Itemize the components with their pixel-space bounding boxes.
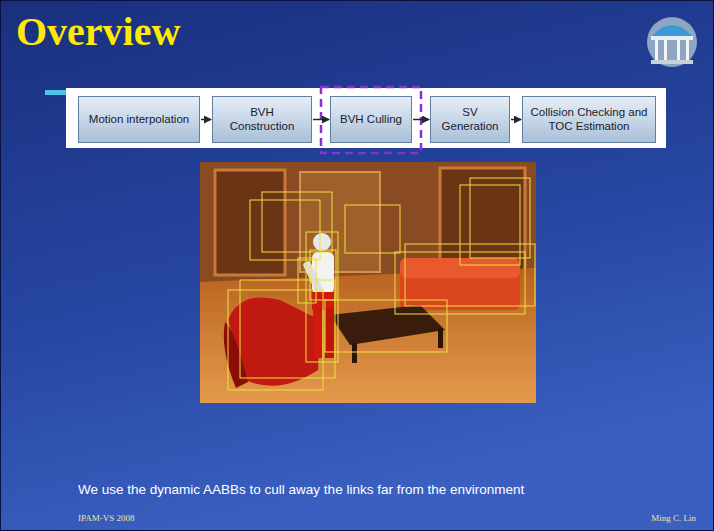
box-text-group: Motion interpolation: [89, 113, 189, 127]
box-label: Collision Checking and TOC Estimation: [528, 106, 650, 134]
footer-text: Ming C. Lin: [651, 513, 696, 523]
box-text-group: BVH Culling: [340, 113, 402, 127]
process-box: BVH Construction: [212, 96, 312, 143]
box-text-group: SV Generation: [436, 106, 504, 134]
logo-icon: [647, 17, 697, 67]
highlight-dashed-frame: [321, 87, 421, 153]
box-label: SV Generation: [436, 106, 504, 134]
footer-text: IPAM-VS 2008: [78, 513, 134, 523]
process-box: SV Generation: [430, 96, 510, 143]
process-box: BVH Culling: [330, 96, 412, 143]
room-illustration: [200, 162, 536, 403]
slide-caption: We use the dynamic AABBs to cull away th…: [78, 482, 524, 497]
box-label: Motion interpolation: [89, 113, 189, 127]
flow-arrow: [413, 119, 429, 121]
process-box: Collision Checking and TOC Estimation: [522, 96, 656, 143]
flow-arrow: [313, 119, 329, 121]
box-label: BVH Construction: [218, 106, 306, 134]
flow-arrow: [201, 119, 211, 121]
flow-arrow: [511, 119, 521, 121]
process-box: Motion interpolation: [78, 96, 200, 143]
box-label: BVH Culling: [340, 113, 402, 127]
box-text-group: Collision Checking and TOC Estimation: [528, 106, 650, 134]
slide-title: Overview: [16, 8, 180, 55]
box-text-group: BVH Construction: [218, 106, 306, 134]
